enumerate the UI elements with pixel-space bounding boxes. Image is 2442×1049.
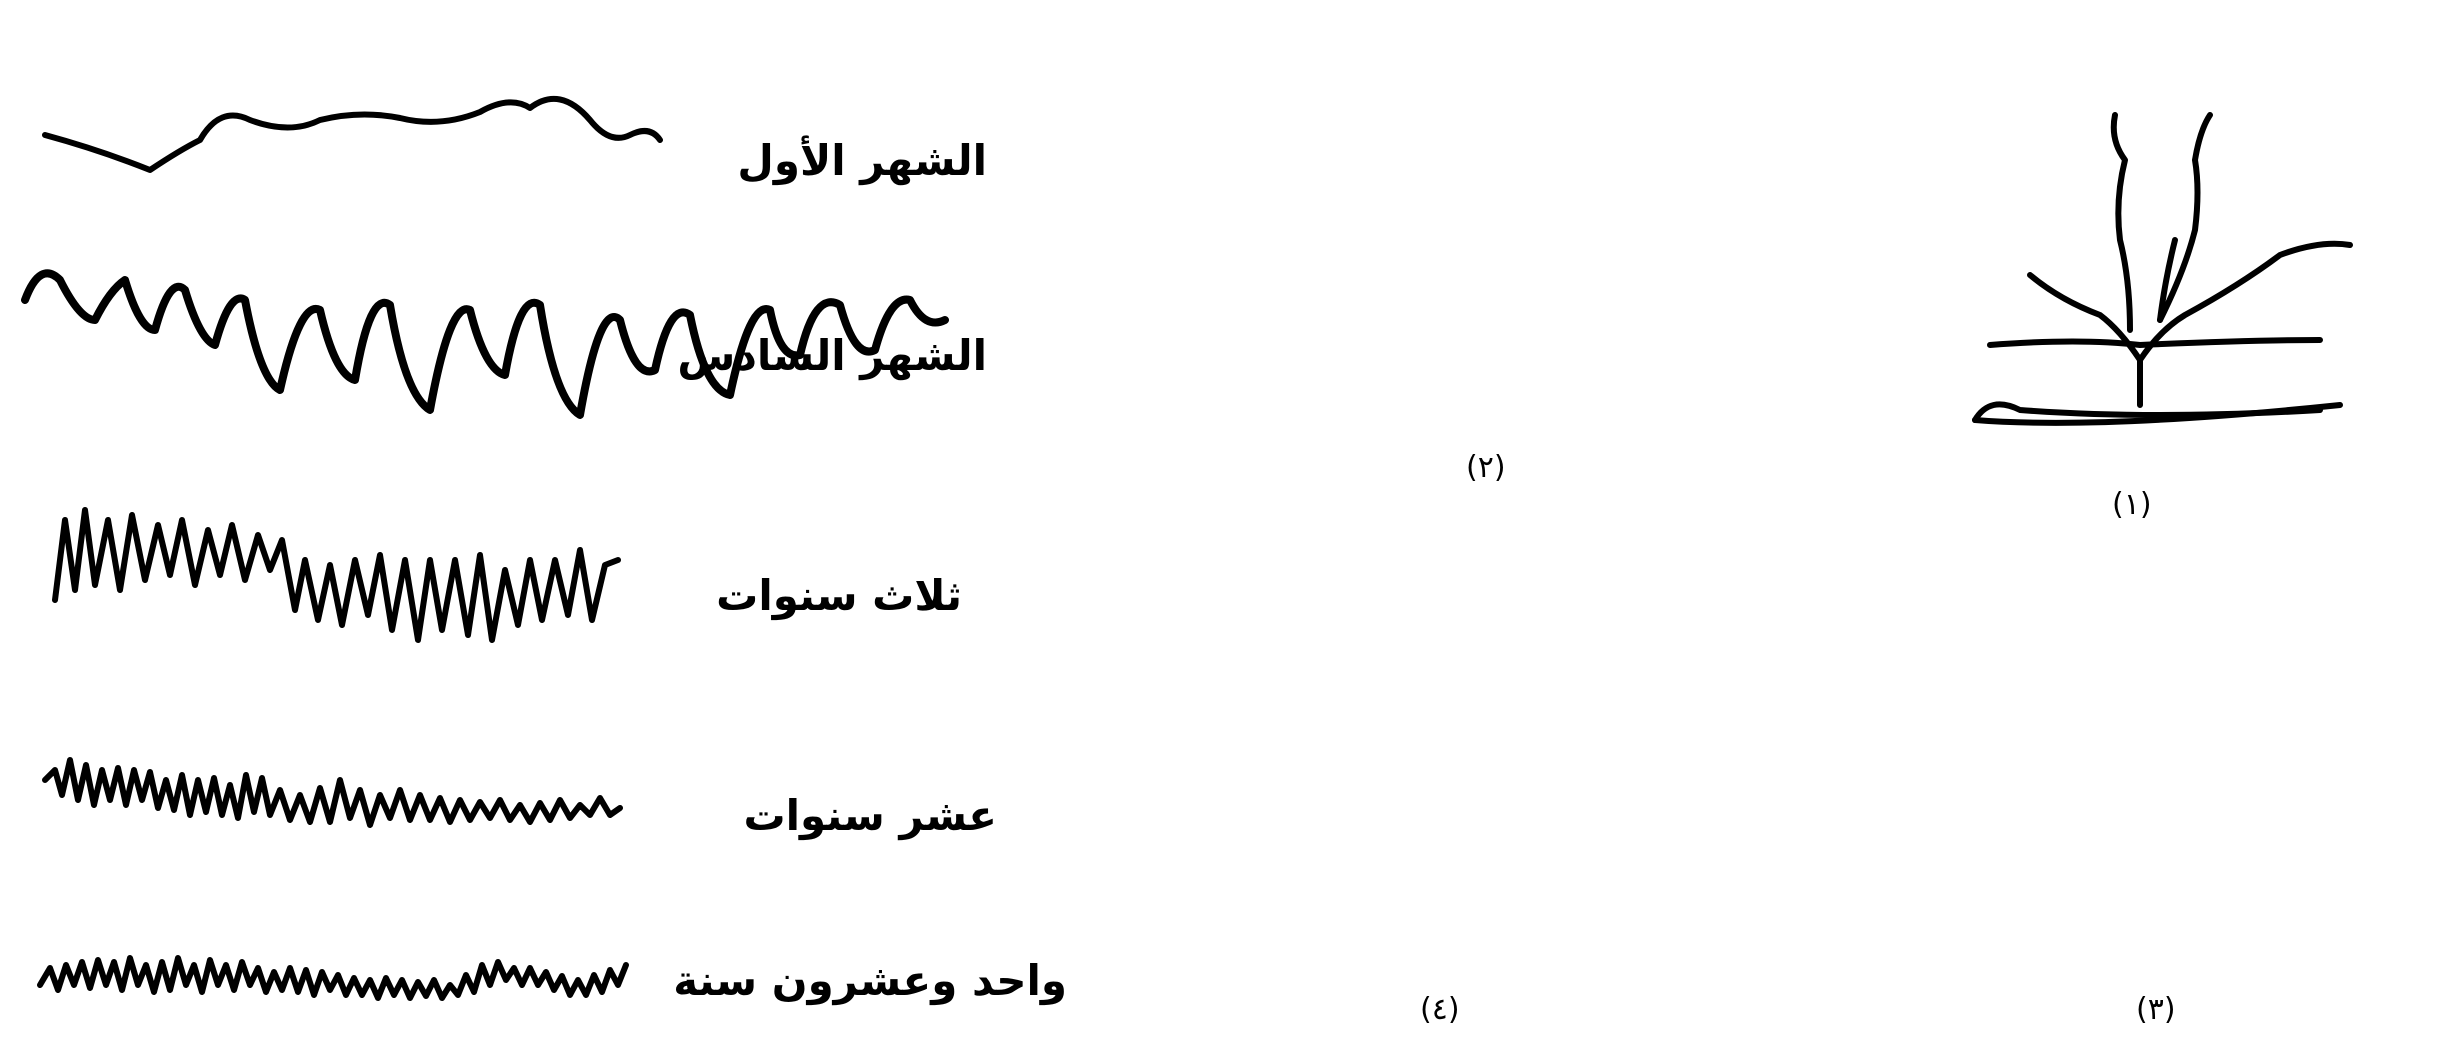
- figure-label-2: (٢): [1466, 453, 1506, 483]
- figure-label-1: (١): [2112, 490, 2152, 520]
- neuron-figure-1: [1975, 115, 2350, 423]
- figure-label-3: (٣): [2136, 995, 2176, 1025]
- figure-label-4: (٤): [1420, 995, 1460, 1025]
